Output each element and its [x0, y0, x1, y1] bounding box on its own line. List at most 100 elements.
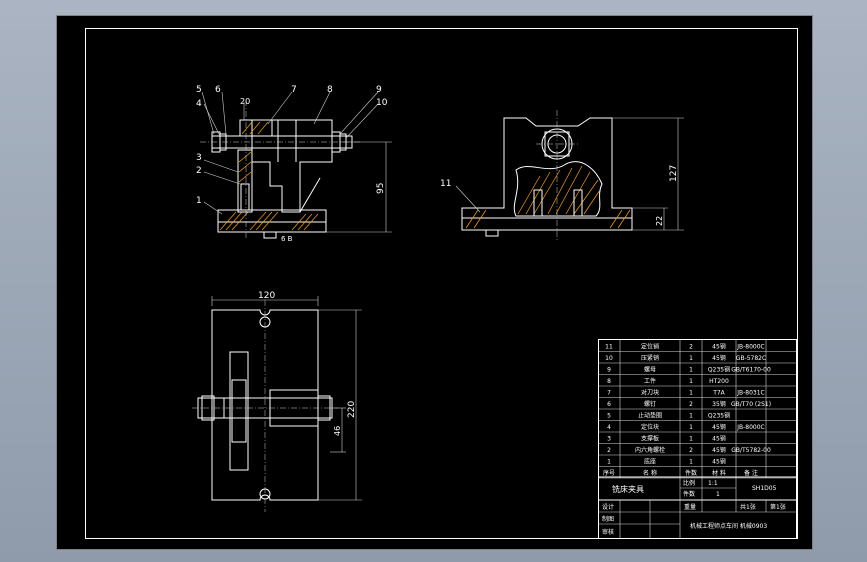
bom-cell: 2: [689, 401, 693, 408]
bom-cell: 定位销: [641, 343, 659, 351]
broken-section: [513, 161, 603, 217]
bom-cell: JB-8000C: [736, 344, 765, 351]
callout-20: 20: [240, 97, 250, 106]
bom-cell: 2: [607, 447, 611, 454]
bom-cell: 1: [689, 390, 693, 397]
bom-header-cell: 材 料: [712, 469, 726, 477]
bom-cell: 2: [689, 344, 693, 351]
weight-label: 重量: [684, 503, 696, 511]
review-label: 审核: [602, 528, 614, 536]
bom-cell: 压紧销: [641, 354, 659, 362]
bom-cell: 螺母: [644, 366, 656, 374]
callout-11: 11: [440, 179, 451, 189]
bom-cell: 7: [607, 390, 611, 397]
bom-cell: 8: [607, 378, 611, 385]
qty-value: 1: [716, 491, 720, 498]
bom-cell: 35钢: [712, 400, 726, 408]
bom-cell: T7A: [712, 390, 725, 397]
bom-header-cell: 备 注: [744, 469, 758, 477]
bom-cell: 45钢: [712, 354, 726, 362]
bom-cell: 1: [689, 378, 693, 385]
support-hatch: [238, 151, 252, 183]
bom-cell: GB/T5782-00: [731, 447, 771, 454]
base-hatch: [219, 211, 319, 231]
sheet-number: 第1张: [770, 503, 786, 511]
qty-label: 件数: [683, 490, 695, 498]
bom-cell: 定位块: [641, 423, 659, 431]
bom-cell: 内六角螺栓: [635, 446, 665, 454]
bom-header-cell: 序号: [603, 469, 615, 477]
bom-cell: 45钢: [712, 435, 726, 443]
bom-cell: 1: [689, 367, 693, 374]
bom-cell: 45钢: [712, 446, 726, 454]
bom-cell: 9: [607, 367, 611, 374]
callout-4: 4: [196, 99, 202, 109]
bom-cell: 2: [689, 447, 693, 454]
bom-cell: 1: [689, 355, 693, 362]
dim-top-width: 120: [258, 291, 275, 301]
callout-1: 1: [196, 196, 202, 206]
sheets-total: 共1张: [740, 503, 756, 511]
side-hatch: [465, 165, 631, 229]
bom-cell: Q235钢: [708, 412, 730, 420]
bom-cell: 底座: [644, 458, 656, 466]
callout-9: 9: [376, 85, 382, 95]
scale-value: 1:1: [708, 480, 718, 487]
callout-5: 5: [196, 85, 202, 95]
bom-cell: 10: [605, 355, 613, 362]
bom-header-cell: 件数: [685, 469, 697, 477]
bom-cell: JB-8031C: [736, 390, 765, 397]
bom-cell: 11: [605, 344, 613, 351]
bom-cell: 对刀块: [641, 389, 659, 397]
bom-cell: 3: [607, 436, 611, 443]
sheet-background: [56, 15, 813, 550]
top-view: 120 220 46: [192, 291, 362, 512]
outer-border: [56, 15, 813, 550]
bom-header-cell: 名 称: [643, 469, 657, 477]
bom-cell: Q235钢: [708, 366, 730, 374]
bom-cell: 螺钉: [644, 400, 656, 408]
dim-front-height: 95: [376, 183, 386, 194]
bom-cell: 工件: [644, 377, 656, 385]
dim-side-base: 22: [655, 216, 664, 226]
side-view: 127 22 11: [440, 110, 684, 240]
draw-label: 制图: [602, 515, 614, 523]
callout-7: 7: [291, 85, 297, 95]
bom-cell: 45钢: [712, 458, 726, 466]
bom-cell: JB-8000C: [736, 424, 765, 431]
callout-3: 3: [196, 153, 202, 163]
bom-cell: 1: [689, 436, 693, 443]
dim-side-height: 127: [669, 165, 679, 182]
dim-top-offset: 46: [333, 426, 342, 436]
bom-cell: 止动垫圈: [638, 412, 662, 420]
callout-8: 8: [327, 85, 333, 95]
callout-2: 2: [196, 166, 202, 176]
scale-label: 比例: [683, 479, 695, 487]
inner-border: [85, 28, 798, 539]
bom-cell: GB/T70 (2S1): [731, 401, 771, 408]
bom-cell: 1: [689, 413, 693, 420]
callout-6: 6: [215, 85, 221, 95]
front-bottom-note: 6 B: [281, 235, 293, 243]
bom-cell: GB-5782C: [736, 355, 766, 362]
bom-cell: 45钢: [712, 423, 726, 431]
school-name: 机械工程师点车间 机械0903: [690, 522, 767, 530]
bom-cell: 45钢: [712, 343, 726, 351]
bom-cell: 支撑板: [641, 435, 659, 443]
bom-cell: 5: [607, 413, 611, 420]
design-label: 设计: [602, 503, 614, 511]
drawing-number: SH1D05: [752, 485, 777, 492]
bom-cell: 1: [689, 459, 693, 466]
front-view: 6 B 95 5 6 20 7 8 9 10 4 3 2 1: [196, 85, 392, 243]
callout-10: 10: [376, 98, 388, 108]
dim-top-height: 220: [347, 401, 357, 418]
bom-cell: 4: [607, 424, 611, 431]
bom-cell: 1: [689, 424, 693, 431]
bom-cell: 6: [607, 401, 611, 408]
bom-cell: GB/T6170-00: [731, 367, 771, 374]
drawing-title: 铣床夹具: [612, 484, 644, 494]
bom-cell: 1: [607, 459, 611, 466]
